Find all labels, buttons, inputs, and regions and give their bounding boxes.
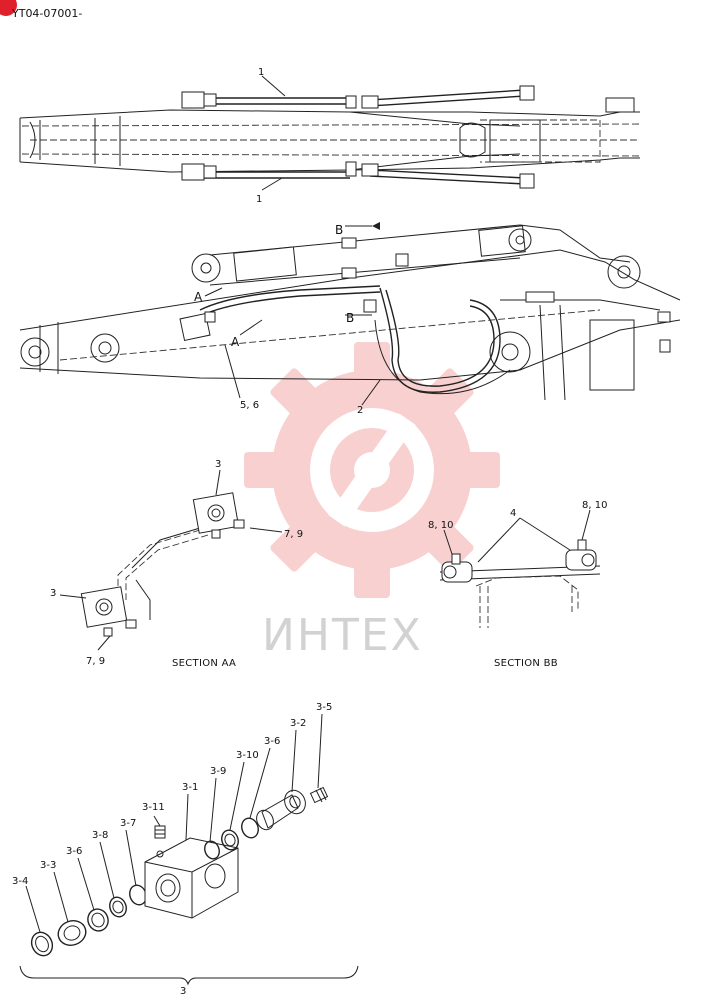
part-label-3-4: 3-4 <box>12 876 28 887</box>
part-label-3-9: 3-9 <box>210 766 226 777</box>
section-bb-label-8-10-right: 8, 10 <box>582 500 607 511</box>
callout-section-b-upper: B <box>335 223 343 237</box>
watermark-text: ИНТЕХ <box>262 610 423 661</box>
part-label-3-1: 3-1 <box>182 782 198 793</box>
part-label-3-5: 3-5 <box>316 702 332 713</box>
section-aa-label-3-top: 3 <box>215 459 221 470</box>
part-label-3-6-left: 3-6 <box>66 846 82 857</box>
callout-2: 2 <box>357 405 363 416</box>
exploded-view <box>19 713 359 986</box>
watermark-gear-icon <box>244 342 500 598</box>
part-label-3-11: 3-11 <box>142 802 165 813</box>
section-bb-title: SECTION BB <box>494 658 558 669</box>
part-label-3-7: 3-7 <box>120 818 136 829</box>
section-aa-title: SECTION AA <box>172 658 236 669</box>
callout-1-lower: 1 <box>256 194 262 205</box>
section-aa-label-7-9-top: 7, 9 <box>284 529 303 540</box>
section-bb-drawing <box>439 509 601 628</box>
diagram-code: YT04-07001- <box>11 7 82 20</box>
section-bb-label-4: 4 <box>510 508 516 519</box>
callout-5-6: 5, 6 <box>240 400 259 411</box>
part-label-3-8: 3-8 <box>92 830 108 841</box>
assembly-label-3: 3 <box>180 986 186 997</box>
section-aa-label-3-bottom: 3 <box>50 588 56 599</box>
part-label-3-6-right: 3-6 <box>264 736 280 747</box>
part-label-3-10: 3-10 <box>236 750 259 761</box>
boom-side-view <box>19 222 681 406</box>
callout-1-upper: 1 <box>258 67 264 78</box>
callout-section-a-lower: A <box>231 335 240 349</box>
part-label-3-3: 3-3 <box>40 860 56 871</box>
part-label-3-2: 3-2 <box>290 718 306 729</box>
section-bb-label-8-10-left: 8, 10 <box>428 520 453 531</box>
boom-top-view <box>19 75 641 191</box>
corner-badge-icon <box>0 0 17 16</box>
section-aa-label-7-9-bottom: 7, 9 <box>86 656 105 667</box>
callout-section-b-lower: B <box>346 311 354 325</box>
section-aa-drawing <box>59 469 283 651</box>
callout-section-a-upper: A <box>194 290 203 304</box>
